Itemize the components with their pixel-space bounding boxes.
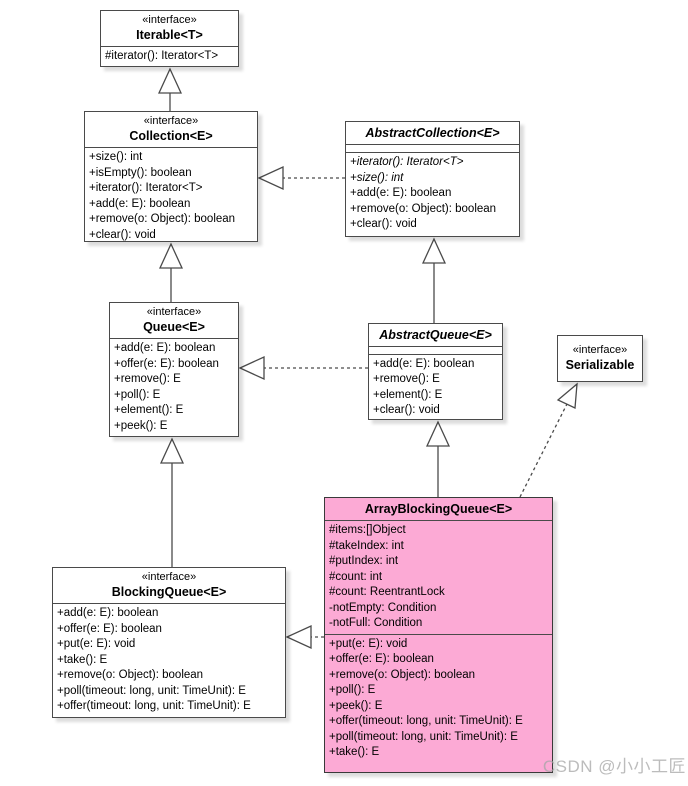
stereotype-label: «interface»: [572, 344, 628, 356]
class-header: «interface» Queue<E>: [110, 303, 238, 339]
class-box-collection: «interface» Collection<E> +size(): int +i…: [84, 111, 258, 242]
member-row: +poll(): E: [329, 684, 376, 696]
class-box-abstract-collection: AbstractCollection<E> +iterator(): Itera…: [345, 121, 520, 237]
stereotype-label: «interface»: [141, 571, 197, 583]
member-row: +take(): E: [329, 746, 380, 758]
generalization-collection-to-iterable: [157, 67, 183, 111]
class-name: Queue<E>: [143, 320, 205, 334]
member-row: +poll(): E: [114, 388, 161, 401]
member-row: +remove(): E: [373, 373, 440, 386]
member-row: +peek(): E: [329, 699, 383, 712]
member-row: +offer(e: E): boolean: [57, 622, 162, 635]
class-header: AbstractQueue<E>: [369, 324, 502, 347]
member-row: +remove(o: Object): boolean: [57, 669, 204, 681]
member-row: +size(): int: [89, 151, 143, 163]
csdn-watermark: CSDN @小小工匠: [542, 757, 686, 776]
class-header: «interface» Collection<E>: [85, 112, 257, 148]
class-header: AbstractCollection<E>: [346, 122, 519, 145]
member-row: #putIndex: int: [329, 555, 399, 567]
methods-compartment: +add(e: E): boolean +offer(e: E): boolean…: [53, 604, 285, 717]
realization-arrayblockingqueue-to-blockingqueue: [285, 624, 324, 650]
member-row: +add(e: E): boolean: [373, 357, 475, 370]
member-row: +take(): E: [57, 653, 108, 666]
generalization-arrayblockingqueue-to-abstractqueue: [425, 420, 451, 497]
member-row: +offer(e: E): boolean: [114, 357, 219, 370]
member-row: #takeIndex: int: [329, 539, 404, 552]
member-row: +offer(timeout: long, unit: TimeUnit): E: [329, 715, 523, 727]
member-row: #count: ReentrantLock: [329, 586, 445, 598]
member-row: +clear(): void: [89, 228, 156, 241]
class-name: Serializable: [565, 358, 635, 372]
methods-compartment: +add(e: E): boolean +offer(e: E): boolean…: [110, 339, 238, 436]
class-header: «interface» Serializable: [558, 341, 642, 376]
attributes-compartment-empty: [369, 347, 502, 355]
member-row: #items:[]Object: [329, 524, 406, 536]
member-row: -notFull: Condition: [329, 617, 423, 629]
member-row: -notEmpty: Condition: [329, 601, 437, 614]
member-row: +size(): int: [350, 171, 404, 184]
methods-compartment: +put(e: E): void +offer(e: E): boolean +re…: [325, 635, 552, 773]
class-box-abstract-queue: AbstractQueue<E> +add(e: E): boolean +rem…: [368, 323, 503, 420]
member-row: +put(e: E): void: [57, 638, 136, 650]
member-row: +element(): E: [114, 404, 184, 416]
member-row: +remove(o: Object): boolean: [329, 668, 476, 681]
class-box-blocking-queue: «interface» BlockingQueue<E> +add(e: E):…: [52, 567, 286, 718]
class-name: AbstractQueue<E>: [379, 328, 492, 342]
generalization-abstractqueue-to-abstractcollection: [421, 237, 447, 323]
member-row: #count: int: [329, 570, 383, 583]
member-row: +iterator(): Iterator<T>: [350, 156, 464, 168]
member-row: +remove(o: Object): boolean: [89, 213, 236, 225]
generalization-blockingqueue-to-queue: [159, 437, 185, 567]
methods-compartment: +add(e: E): boolean +remove(): E +element(…: [369, 355, 502, 419]
member-row: +add(e: E): boolean: [57, 607, 159, 619]
member-row: +offer(e: E): boolean: [329, 653, 434, 665]
generalization-queue-to-collection: [158, 242, 184, 302]
member-row: +poll(timeout: long, unit: TimeUnit): E: [329, 730, 518, 743]
methods-compartment: +iterator(): Iterator<T> +size(): int +add…: [346, 153, 519, 236]
class-box-iterable: «interface» Iterable<T> #iterator(): Ite…: [100, 10, 239, 67]
class-name: BlockingQueue<E>: [111, 585, 227, 599]
member-row: +clear(): void: [373, 404, 440, 417]
methods-compartment: +size(): int +isEmpty(): boolean +iterator…: [85, 148, 257, 241]
stereotype-label: «interface»: [146, 306, 202, 318]
class-box-serializable: «interface» Serializable: [557, 335, 643, 382]
member-row: +add(e: E): boolean: [350, 187, 452, 199]
methods-compartment: #iterator(): Iterator<T>: [101, 47, 238, 66]
member-row: +peek(): E: [114, 419, 168, 432]
stereotype-label: «interface»: [142, 14, 197, 26]
class-header: «interface» Iterable<T>: [101, 11, 238, 47]
stereotype-label: «interface»: [143, 115, 199, 127]
attributes-compartment-empty: [346, 145, 519, 153]
attributes-compartment: #items:[]Object #takeIndex: int #putIndex:…: [325, 521, 552, 635]
class-header: ArrayBlockingQueue<E>: [325, 498, 552, 521]
member-row: +element(): E: [373, 388, 443, 401]
member-row: +clear(): void: [350, 218, 417, 230]
realization-abstractcollection-to-collection: [257, 165, 345, 191]
class-header: «interface» BlockingQueue<E>: [53, 568, 285, 604]
member-row: +poll(timeout: long, unit: TimeUnit): E: [57, 684, 246, 697]
class-name: Iterable<T>: [136, 28, 203, 42]
realization-arrayblockingqueue-to-serializable: [519, 382, 578, 498]
member-row: +add(e: E): boolean: [114, 342, 216, 354]
class-box-queue: «interface» Queue<E> +add(e: E): boolean…: [109, 302, 239, 437]
member-row: +add(e: E): boolean: [89, 197, 191, 210]
class-name: ArrayBlockingQueue<E>: [364, 502, 513, 516]
member-row: +remove(): E: [114, 373, 181, 385]
realization-abstractqueue-to-queue: [238, 355, 368, 381]
class-name: Collection<E>: [129, 129, 213, 143]
member-row: +remove(o: Object): boolean: [350, 202, 497, 215]
member-row: #iterator(): Iterator<T>: [105, 50, 219, 62]
member-row: +offer(timeout: long, unit: TimeUnit): E: [57, 700, 251, 712]
member-row: +put(e: E): void: [329, 637, 408, 650]
member-row: +iterator(): Iterator<T>: [89, 182, 203, 194]
member-row: +isEmpty(): boolean: [89, 166, 192, 179]
class-name: AbstractCollection<E>: [365, 126, 500, 140]
class-box-array-blocking-queue: ArrayBlockingQueue<E> #items:[]Object #ta…: [324, 497, 553, 773]
